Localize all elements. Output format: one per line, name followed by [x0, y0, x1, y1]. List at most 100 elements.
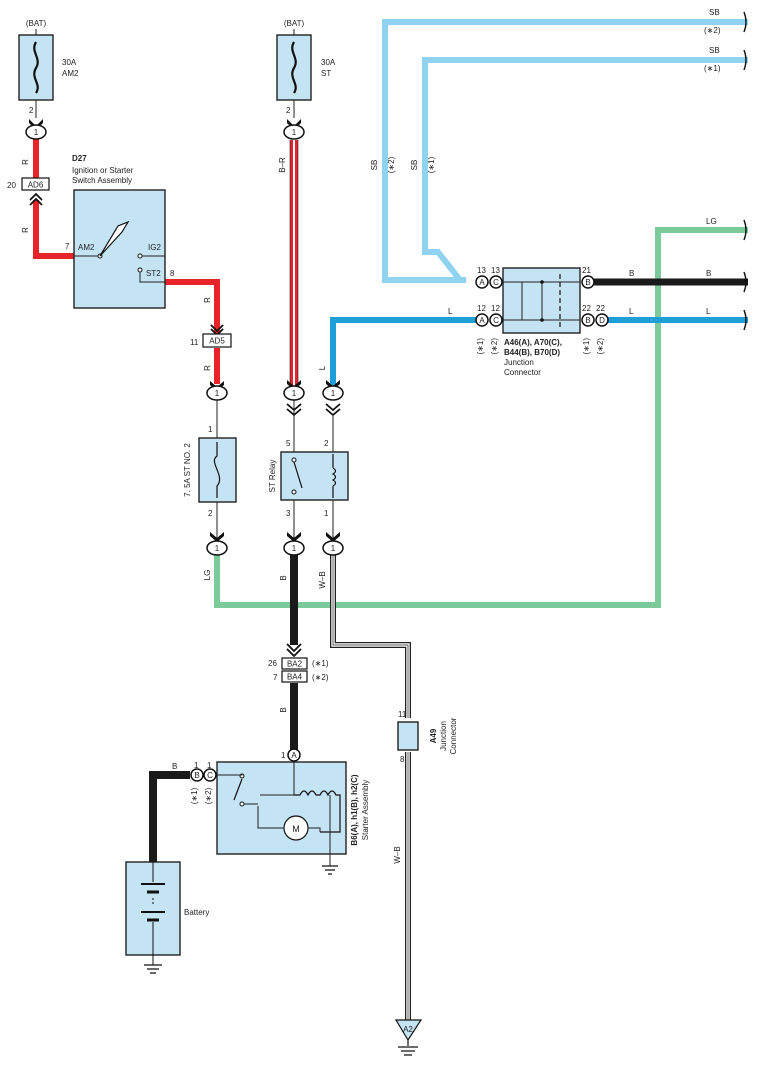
ignition-name-1: Ignition or Starter [72, 166, 134, 175]
svg-text:22: 22 [596, 304, 605, 313]
battery-name: Battery [184, 908, 209, 917]
svg-text:BA4: BA4 [287, 673, 303, 682]
st-relay-name: ST Relay [268, 460, 277, 493]
wire-sb-2 [382, 19, 748, 283]
svg-text:B: B [279, 707, 288, 712]
svg-text:(∗2): (∗2) [312, 673, 329, 682]
svg-text:R: R [21, 227, 30, 233]
svg-text:1: 1 [292, 544, 297, 553]
svg-text:L: L [706, 307, 711, 316]
connector-ba4 [281, 670, 308, 683]
svg-text:C: C [493, 278, 499, 287]
svg-text:ST2: ST2 [146, 269, 161, 278]
connector-plug [25, 124, 47, 140]
fuse-st-no2-name: 7. 5A ST NO. 2 [183, 443, 192, 497]
svg-text:(∗2): (∗2) [596, 338, 605, 355]
ignition-code: D27 [72, 154, 87, 163]
ground-icon [322, 865, 338, 875]
svg-text:(∗1): (∗1) [582, 338, 591, 355]
svg-text:(∗1): (∗1) [427, 156, 436, 173]
svg-text:8: 8 [170, 269, 175, 278]
fuse-am2-name: AM2 [62, 69, 79, 78]
svg-text:B: B [585, 278, 590, 287]
connector-ad5 [202, 333, 232, 348]
svg-text:B: B [172, 762, 177, 771]
ignition-switch-assembly [73, 189, 166, 309]
connector-ad6 [21, 177, 50, 191]
svg-text:1: 1 [292, 128, 297, 137]
svg-text:1: 1 [215, 389, 220, 398]
battery-icon [141, 862, 165, 965]
svg-text:B: B [194, 771, 199, 780]
svg-text:13: 13 [491, 266, 500, 275]
svg-text:8: 8 [400, 755, 405, 764]
svg-text:1: 1 [208, 425, 213, 434]
svg-text:W–B: W–B [393, 846, 402, 863]
svg-text:26: 26 [268, 659, 277, 668]
svg-text:SB: SB [709, 8, 720, 17]
connector-ba2 [281, 657, 308, 670]
svg-text:12: 12 [477, 304, 486, 313]
wire-r-st2 [165, 279, 220, 334]
junction-connector [502, 267, 581, 334]
svg-text:AM2: AM2 [78, 243, 95, 252]
svg-text:(∗1): (∗1) [704, 64, 721, 73]
a49-code: A49 [429, 728, 438, 743]
svg-text:B–R: B–R [278, 157, 287, 173]
svg-text:R: R [21, 159, 30, 165]
starter-assembly [216, 761, 347, 855]
junction-connector-a49 [397, 721, 419, 751]
svg-text:Junction: Junction [504, 358, 534, 367]
svg-text:L: L [629, 307, 634, 316]
svg-text:2: 2 [324, 439, 329, 448]
st-relay [280, 451, 349, 501]
wire-l [330, 317, 476, 400]
svg-text:3: 3 [286, 509, 291, 518]
svg-text:(∗2): (∗2) [490, 338, 499, 355]
svg-text:(∗2): (∗2) [204, 787, 213, 804]
svg-text:SB: SB [410, 160, 419, 171]
svg-text:1: 1 [324, 509, 329, 518]
wire-continuation-marks [743, 11, 747, 331]
svg-text:A2: A2 [403, 1025, 413, 1034]
svg-text:LG: LG [706, 217, 717, 226]
ground-a2 [394, 1019, 423, 1042]
svg-text:(∗2): (∗2) [387, 156, 396, 173]
svg-text:C: C [493, 316, 499, 325]
svg-text:B: B [279, 575, 288, 580]
svg-text:AD5: AD5 [209, 337, 225, 346]
fuse-st-name: ST [321, 69, 331, 78]
svg-text:21: 21 [582, 266, 591, 275]
ad6-pin: 20 [7, 181, 16, 190]
wire-lg [214, 227, 748, 608]
svg-text:7: 7 [273, 673, 278, 682]
svg-text:A: A [479, 278, 485, 287]
wire-wb [330, 555, 411, 718]
ignition-name-2: Switch Assembly [72, 176, 132, 185]
fuse-am2-icon [33, 41, 39, 94]
svg-text:2: 2 [286, 106, 291, 115]
wire-sb-1 [422, 57, 748, 282]
fuse-st-no2-icon [213, 442, 221, 498]
svg-text:D: D [599, 316, 605, 325]
fuse-am2-source: (BAT) [26, 19, 47, 28]
svg-text:A: A [479, 316, 485, 325]
starter-solenoid-icon [294, 790, 341, 833]
wire-b-battery [149, 771, 190, 862]
svg-text:13: 13 [477, 266, 486, 275]
junction-code-1: A46(A), A70(C), [504, 338, 562, 347]
svg-text:C: C [207, 771, 213, 780]
svg-text:L: L [318, 365, 327, 370]
ad5-pin: 11 [190, 338, 199, 347]
svg-text:22: 22 [582, 304, 591, 313]
svg-text:1: 1 [34, 128, 39, 137]
svg-text:(∗1): (∗1) [190, 787, 199, 804]
starter-name: Starter Assembly [361, 780, 370, 840]
relay-switch-icon [293, 461, 303, 489]
svg-text:1: 1 [331, 389, 336, 398]
ignition-switch-icon [99, 220, 130, 257]
fuse-am2-rating: 30A [62, 58, 77, 67]
relay-coil-icon [331, 454, 337, 498]
svg-text:1: 1 [207, 761, 212, 770]
svg-text:R: R [203, 297, 212, 303]
